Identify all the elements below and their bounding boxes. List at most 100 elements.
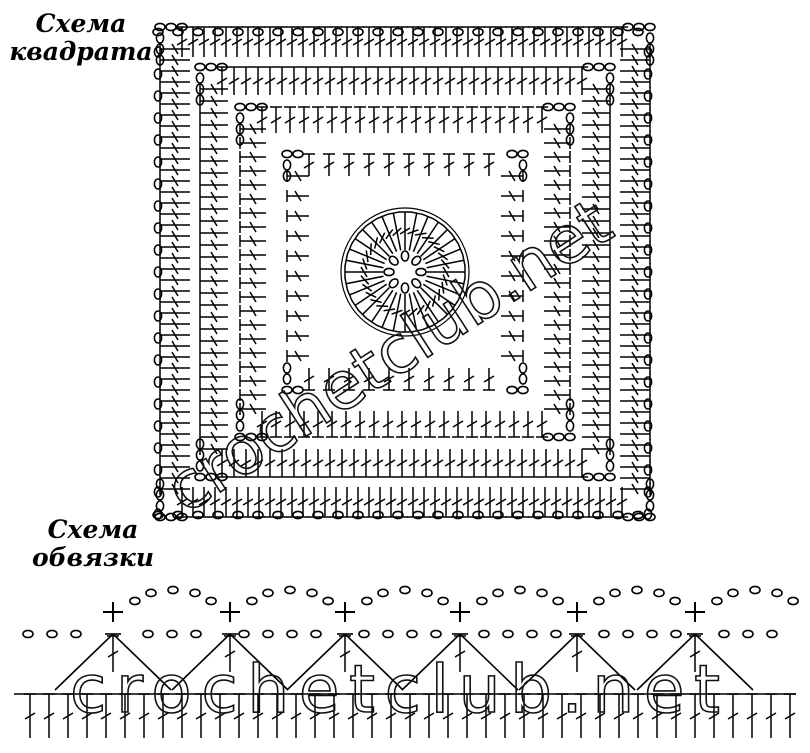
double-crochet-symbol (199, 335, 228, 347)
chain-stitch-symbol (165, 512, 177, 522)
watermark-square: crochetclub.net (152, 184, 626, 529)
chain-stitch-symbol (669, 596, 681, 606)
chain-stitch-symbol (392, 510, 404, 520)
double-crochet-symbol (276, 66, 288, 95)
double-crochet-symbol (544, 193, 571, 205)
double-crochet-symbol (312, 106, 324, 133)
chain-stitch-symbol (643, 156, 653, 168)
double-crochet-symbol (582, 419, 611, 431)
chain-stitch-symbol (235, 398, 245, 410)
double-crochet-symbol (344, 266, 383, 278)
double-crochet-symbol (689, 635, 701, 672)
double-crochet-symbol (239, 347, 266, 359)
double-crochet-symbol (239, 249, 266, 261)
chain-stitch-symbol (643, 288, 653, 300)
double-crochet-symbol (351, 283, 388, 311)
single-crochet-symbol (103, 602, 123, 622)
chain-stitch-symbol (194, 472, 206, 482)
chain-stitch-symbol (452, 510, 464, 520)
double-crochet-symbol (385, 487, 397, 518)
double-crochet-symbol (199, 227, 228, 239)
double-crochet-symbol (550, 26, 562, 57)
double-crochet-symbol (582, 239, 611, 251)
double-crochet-symbol (239, 319, 266, 331)
chain-stitch-symbol (412, 510, 424, 520)
double-crochet-symbol (286, 26, 298, 57)
double-crochet-symbol (199, 383, 228, 395)
double-crochet-symbol (199, 299, 228, 311)
chain-stitch-symbol (165, 22, 177, 32)
double-crochet-symbol (228, 449, 240, 478)
chain-stitch-symbol (216, 472, 228, 482)
double-crochet-symbol (582, 119, 611, 131)
double-crochet-symbol (423, 368, 435, 391)
chain-stitch-symbol (645, 500, 655, 512)
double-crochet-symbol (239, 165, 266, 177)
double-crochet-symbol (346, 243, 385, 265)
chain-stitch-symbol (234, 432, 246, 442)
double-crochet-symbol (571, 635, 583, 672)
chain-stitch-symbol (631, 585, 643, 595)
chain-stitch-symbol (155, 43, 165, 55)
chain-stitch-symbol (643, 486, 653, 498)
double-crochet-symbol (323, 368, 335, 391)
chain-stitch-symbol (411, 255, 422, 266)
double-crochet-symbol (324, 66, 336, 95)
edging-arch-left (401, 633, 461, 691)
chain-stitch-symbol (492, 588, 504, 598)
double-crochet-symbol (298, 411, 310, 438)
chain-stitch-symbol (670, 629, 682, 639)
chain-stitch-symbol (212, 510, 224, 520)
chain-stitch-symbol (518, 362, 528, 374)
double-crochet-symbol (456, 449, 468, 478)
chain-stitch-symbol (572, 27, 584, 37)
double-crochet-symbol (354, 411, 366, 438)
double-crochet-symbol (399, 294, 411, 333)
chain-stitch-symbol (406, 629, 418, 639)
chain-stitch-symbol (332, 27, 344, 37)
chain-stitch-symbol (766, 629, 778, 639)
double-crochet-symbol (324, 449, 336, 478)
double-crochet-symbol (544, 361, 571, 373)
chain-stitch-symbol (643, 112, 653, 124)
chain-stitch-symbol (142, 629, 154, 639)
double-crochet-symbol (284, 411, 296, 438)
double-crochet-symbol (216, 66, 228, 95)
double-crochet-symbol (343, 153, 355, 176)
chain-stitch-symbol (195, 94, 205, 106)
chain-stitch-symbol (415, 267, 427, 277)
chain-stitch-symbol (129, 596, 141, 606)
double-crochet-symbol (298, 106, 310, 133)
double-crochet-symbol (544, 319, 571, 331)
edging-title-line2: обвязки (31, 543, 155, 572)
chain-stitch-symbol (190, 629, 202, 639)
chain-stitch-symbol (643, 90, 653, 102)
chain-stitch-symbol (166, 629, 178, 639)
chain-stitch-symbol (205, 596, 217, 606)
double-crochet-symbol (506, 26, 518, 57)
edging-arch-right (576, 633, 636, 691)
chain-stitch-symbol (358, 629, 370, 639)
double-crochet-symbol (582, 311, 611, 323)
double-crochet-symbol (199, 359, 228, 371)
chain-stitch-symbol (172, 510, 184, 520)
chain-stitch-symbol (153, 178, 163, 190)
single-crochet-symbol (567, 602, 587, 622)
double-crochet-symbol (403, 153, 415, 176)
double-crochet-symbol (372, 449, 384, 478)
double-crochet-symbol (544, 291, 571, 303)
chain-stitch-symbol (153, 354, 163, 366)
chain-stitch-symbol (153, 376, 163, 388)
chain-stitch-symbol (582, 472, 594, 482)
double-crochet-symbol (582, 347, 611, 359)
chain-stitch-symbol (437, 596, 449, 606)
chain-stitch-symbol (205, 472, 217, 482)
chain-stitch-symbol (272, 27, 284, 37)
double-crochet-symbol (544, 137, 571, 149)
double-crochet-symbol (504, 66, 516, 95)
chain-stitch-symbol (312, 27, 324, 37)
double-crochet-symbol (582, 335, 611, 347)
chain-stitch-symbol (432, 27, 444, 37)
double-crochet-symbol (536, 411, 548, 438)
double-crochet-symbol (348, 449, 360, 478)
